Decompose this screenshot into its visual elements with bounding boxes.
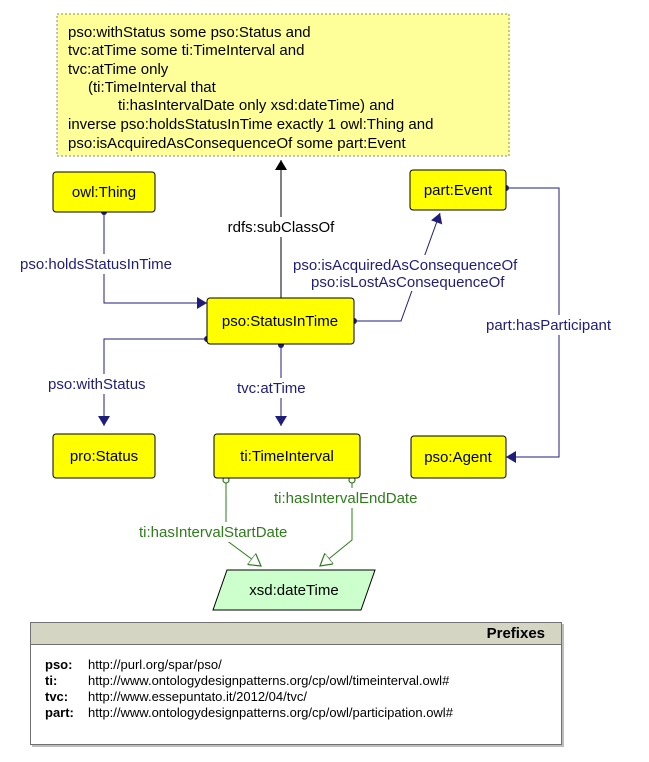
- prefix-row: tvc: http://www.essepuntato.it/2012/04/t…: [45, 689, 561, 705]
- class-ti-time-interval[interactable]: ti:TimeInterval: [213, 433, 361, 479]
- note-line-2: tvc:atTime some ti:TimeInterval and: [68, 42, 304, 59]
- with-status-edge: [98, 338, 207, 426]
- class-part-event[interactable]: part:Event: [409, 169, 507, 211]
- class-pro-status-label: pro:Status: [70, 448, 138, 465]
- has-interval-start-date-label-bg: [135, 522, 315, 542]
- subclassof-label: rdfs:subClassOf: [228, 219, 336, 236]
- consequence-of-label-bg: [292, 255, 554, 291]
- note-line-4: (ti:TimeInterval that: [88, 79, 217, 96]
- class-owl-thing[interactable]: owl:Thing: [52, 171, 156, 213]
- has-interval-end-date-label: ti:hasIntervalEndDate: [274, 490, 417, 507]
- prefixes-title: Prefixes: [31, 623, 561, 645]
- prefix-name: ti:: [45, 673, 58, 688]
- class-pso-status-in-time[interactable]: pso:StatusInTime: [206, 297, 355, 345]
- class-ti-time-interval-label: ti:TimeInterval: [240, 448, 334, 465]
- with-status-label-bg: [44, 374, 168, 394]
- note-line-5: ti:hasIntervalDate only xsd:dateTime) an…: [118, 97, 394, 114]
- with-status-label: pso:withStatus: [48, 376, 146, 393]
- prefix-uri: http://purl.org/spar/pso/: [88, 657, 222, 672]
- subclassof-label-bg: [217, 217, 345, 237]
- datatype-xsd-datetime-label: xsd:dateTime: [249, 582, 338, 599]
- class-pso-agent-label: pso:Agent: [424, 449, 492, 466]
- is-acquired-as-consequence-of-label: pso:isAcquiredAsConsequenceOf: [293, 257, 518, 274]
- note-line-7: pso:isAcquiredAsConsequenceOf some part:…: [68, 135, 407, 152]
- prefix-uri: http://www.ontologydesignpatterns.org/cp…: [88, 673, 450, 688]
- prefixes-list: pso: http://purl.org/spar/pso/ ti: http:…: [31, 645, 561, 721]
- prefix-uri: http://www.ontologydesignpatterns.org/cp…: [88, 705, 453, 720]
- prefix-name: part:: [45, 705, 74, 720]
- class-pso-status-in-time-label: pso:StatusInTime: [222, 313, 338, 330]
- class-pro-status[interactable]: pro:Status: [52, 433, 156, 479]
- has-participant-label: part:hasParticipant: [486, 317, 612, 334]
- prefix-row: pso: http://purl.org/spar/pso/: [45, 657, 561, 673]
- note-line-3: tvc:atTime only: [68, 61, 169, 78]
- prefix-uri: http://www.essepuntato.it/2012/04/tvc/: [88, 689, 307, 704]
- holds-status-in-time-label-bg: [16, 254, 196, 274]
- class-owl-thing-label: owl:Thing: [72, 184, 136, 201]
- restriction-note: pso:withStatus some pso:Status and tvc:a…: [56, 13, 510, 157]
- at-time-label: tvc:atTime: [237, 380, 306, 397]
- datatype-xsd-datetime[interactable]: xsd:dateTime: [212, 569, 376, 611]
- note-line-1: pso:withStatus some pso:Status and: [68, 24, 311, 41]
- prefix-name: tvc:: [45, 689, 69, 704]
- has-interval-start-date-label: ti:hasIntervalStartDate: [139, 524, 287, 541]
- class-pso-agent[interactable]: pso:Agent: [410, 435, 507, 479]
- has-participant-label-bg: [482, 315, 634, 335]
- prefix-row: part: http://www.ontologydesignpatterns.…: [45, 705, 561, 721]
- holds-status-in-time-label: pso:holdsStatusInTime: [20, 256, 172, 273]
- holds-status-in-time-edge: [103, 212, 207, 309]
- prefix-name: pso:: [45, 657, 73, 672]
- at-time-label-bg: [233, 378, 329, 398]
- has-interval-end-date-label-bg: [270, 488, 442, 508]
- prefixes-panel: Prefixes pso: http://purl.org/spar/pso/ …: [30, 622, 562, 745]
- class-part-event-label: part:Event: [424, 182, 493, 199]
- note-line-6: inverse pso:holdsStatusInTime exactly 1 …: [68, 116, 433, 133]
- is-lost-as-consequence-of-label: pso:isLostAsConsequenceOf: [311, 274, 505, 291]
- prefix-row: ti: http://www.ontologydesignpatterns.or…: [45, 673, 561, 689]
- consequence-of-edge: [354, 212, 443, 322]
